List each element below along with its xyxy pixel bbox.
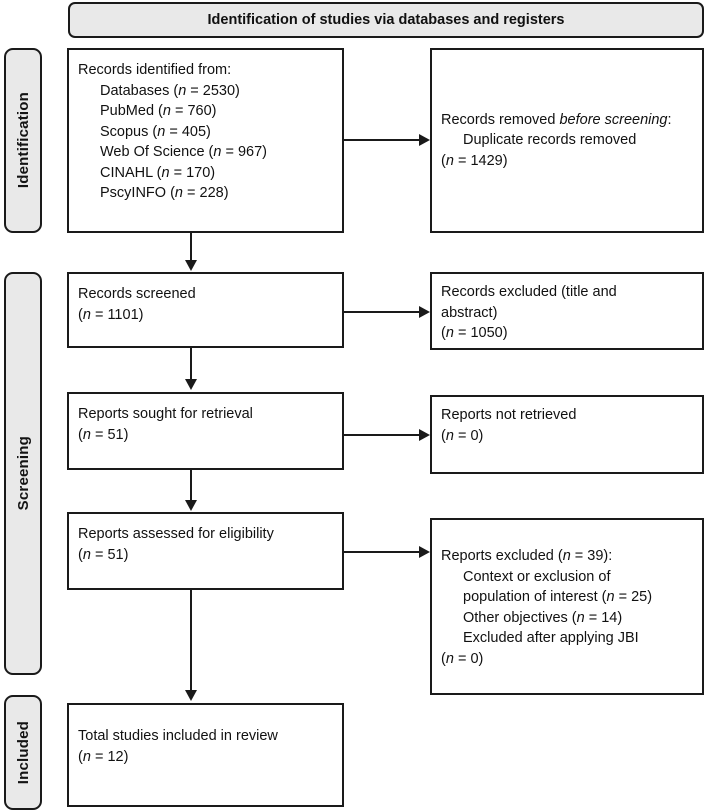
box-reports-not-retrieved-text: Reports not retrieved (n = 0) xyxy=(432,397,702,446)
records-removed-heading-italic: before screening xyxy=(559,111,668,128)
reports-excluded-item: Excluded after applying JBI xyxy=(463,630,639,647)
arrowhead-screened-to-excluded xyxy=(419,306,430,318)
records-identified-item: Web Of Science (n = 967) xyxy=(100,144,267,161)
reports-not-retrieved-line: Reports not retrieved xyxy=(441,407,577,423)
box-records-identified-text: Records identified from: Databases (n = … xyxy=(69,50,342,204)
stage-tab-identification-label: Identification xyxy=(14,92,32,189)
records-identified-item: Scopus (n = 405) xyxy=(100,123,211,140)
box-total-included-text: Total studies included in review (n = 12… xyxy=(69,705,342,767)
banner-title: Identification of studies via databases … xyxy=(207,12,565,28)
connector-screened-to-sought xyxy=(190,348,192,380)
records-screened-line: (n = 1101) xyxy=(78,306,144,323)
arrowhead-identified-to-screened xyxy=(185,260,197,271)
records-identified-heading: Records identified from: xyxy=(78,62,232,78)
records-excluded-line: abstract) xyxy=(441,304,498,321)
reports-excluded-item: (n = 0) xyxy=(441,650,484,667)
box-records-screened-text: Records screened (n = 1101) xyxy=(69,274,342,325)
records-identified-item: PscyINFO (n = 228) xyxy=(100,185,229,202)
box-records-excluded-text: Records excluded (title and abstract) (n… xyxy=(432,274,702,344)
box-reports-excluded-text: Reports excluded (n = 39): Context or ex… xyxy=(432,520,702,669)
box-reports-assessed: Reports assessed for eligibility (n = 51… xyxy=(67,512,344,590)
records-excluded-line: (n = 1050) xyxy=(441,325,508,342)
stage-tab-included: Included xyxy=(4,695,42,810)
reports-excluded-heading: Reports excluded (n = 39): xyxy=(441,548,613,564)
reports-excluded-item: Other objectives (n = 14) xyxy=(463,609,623,626)
total-included-line: (n = 12) xyxy=(78,748,129,765)
arrowhead-assessed-to-included xyxy=(185,690,197,701)
arrowhead-sought-to-not-retrieved xyxy=(419,429,430,441)
box-records-removed: Records removed before screening: Duplic… xyxy=(430,48,704,233)
reports-excluded-item: population of interest (n = 25) xyxy=(463,589,653,606)
stage-tab-screening: Screening xyxy=(4,272,42,675)
connector-identified-to-screened xyxy=(190,233,192,261)
box-reports-not-retrieved: Reports not retrieved (n = 0) xyxy=(430,395,704,474)
connector-assessed-to-excluded xyxy=(344,551,419,553)
box-total-included: Total studies included in review (n = 12… xyxy=(67,703,344,807)
reports-not-retrieved-line: (n = 0) xyxy=(441,427,484,444)
stage-tab-screening-label: Screening xyxy=(14,436,32,511)
records-excluded-line: Records excluded (title and xyxy=(441,284,617,300)
connector-sought-to-assessed xyxy=(190,470,192,501)
records-identified-item: PubMed (n = 760) xyxy=(100,103,217,120)
records-removed-item: (n = 1429) xyxy=(441,152,508,169)
box-reports-assessed-text: Reports assessed for eligibility (n = 51… xyxy=(69,514,342,565)
box-reports-excluded: Reports excluded (n = 39): Context or ex… xyxy=(430,518,704,695)
stage-tab-identification: Identification xyxy=(4,48,42,233)
records-removed-item: Duplicate records removed xyxy=(463,132,637,149)
reports-assessed-line: (n = 51) xyxy=(78,546,129,563)
reports-assessed-line: Reports assessed for eligibility xyxy=(78,526,274,542)
box-records-excluded: Records excluded (title and abstract) (n… xyxy=(430,272,704,350)
arrowhead-assessed-to-excluded xyxy=(419,546,430,558)
connector-screened-to-excluded xyxy=(344,311,419,313)
stage-tab-included-label: Included xyxy=(14,720,32,785)
connector-identified-to-removed xyxy=(344,139,419,141)
reports-excluded-item: Context or exclusion of xyxy=(463,568,611,585)
box-reports-sought: Reports sought for retrieval (n = 51) xyxy=(67,392,344,470)
box-records-removed-text: Records removed before screening: Duplic… xyxy=(432,110,702,172)
arrowhead-identified-to-removed xyxy=(419,134,430,146)
reports-sought-line: (n = 51) xyxy=(78,426,129,443)
arrowhead-screened-to-sought xyxy=(185,379,197,390)
reports-sought-line: Reports sought for retrieval xyxy=(78,406,253,422)
box-records-screened: Records screened (n = 1101) xyxy=(67,272,344,348)
connector-assessed-to-included xyxy=(190,590,192,691)
records-identified-item: Databases (n = 2530) xyxy=(100,82,240,99)
records-removed-heading: Records removed before screening: xyxy=(441,111,672,128)
box-records-identified: Records identified from: Databases (n = … xyxy=(67,48,344,233)
records-identified-item: CINAHL (n = 170) xyxy=(100,164,216,181)
banner-identification-via-databases: Identification of studies via databases … xyxy=(68,2,704,38)
box-reports-sought-text: Reports sought for retrieval (n = 51) xyxy=(69,394,342,445)
total-included-line: Total studies included in review xyxy=(78,728,278,744)
records-screened-line: Records screened xyxy=(78,286,196,302)
connector-sought-to-not-retrieved xyxy=(344,434,419,436)
arrowhead-sought-to-assessed xyxy=(185,500,197,511)
